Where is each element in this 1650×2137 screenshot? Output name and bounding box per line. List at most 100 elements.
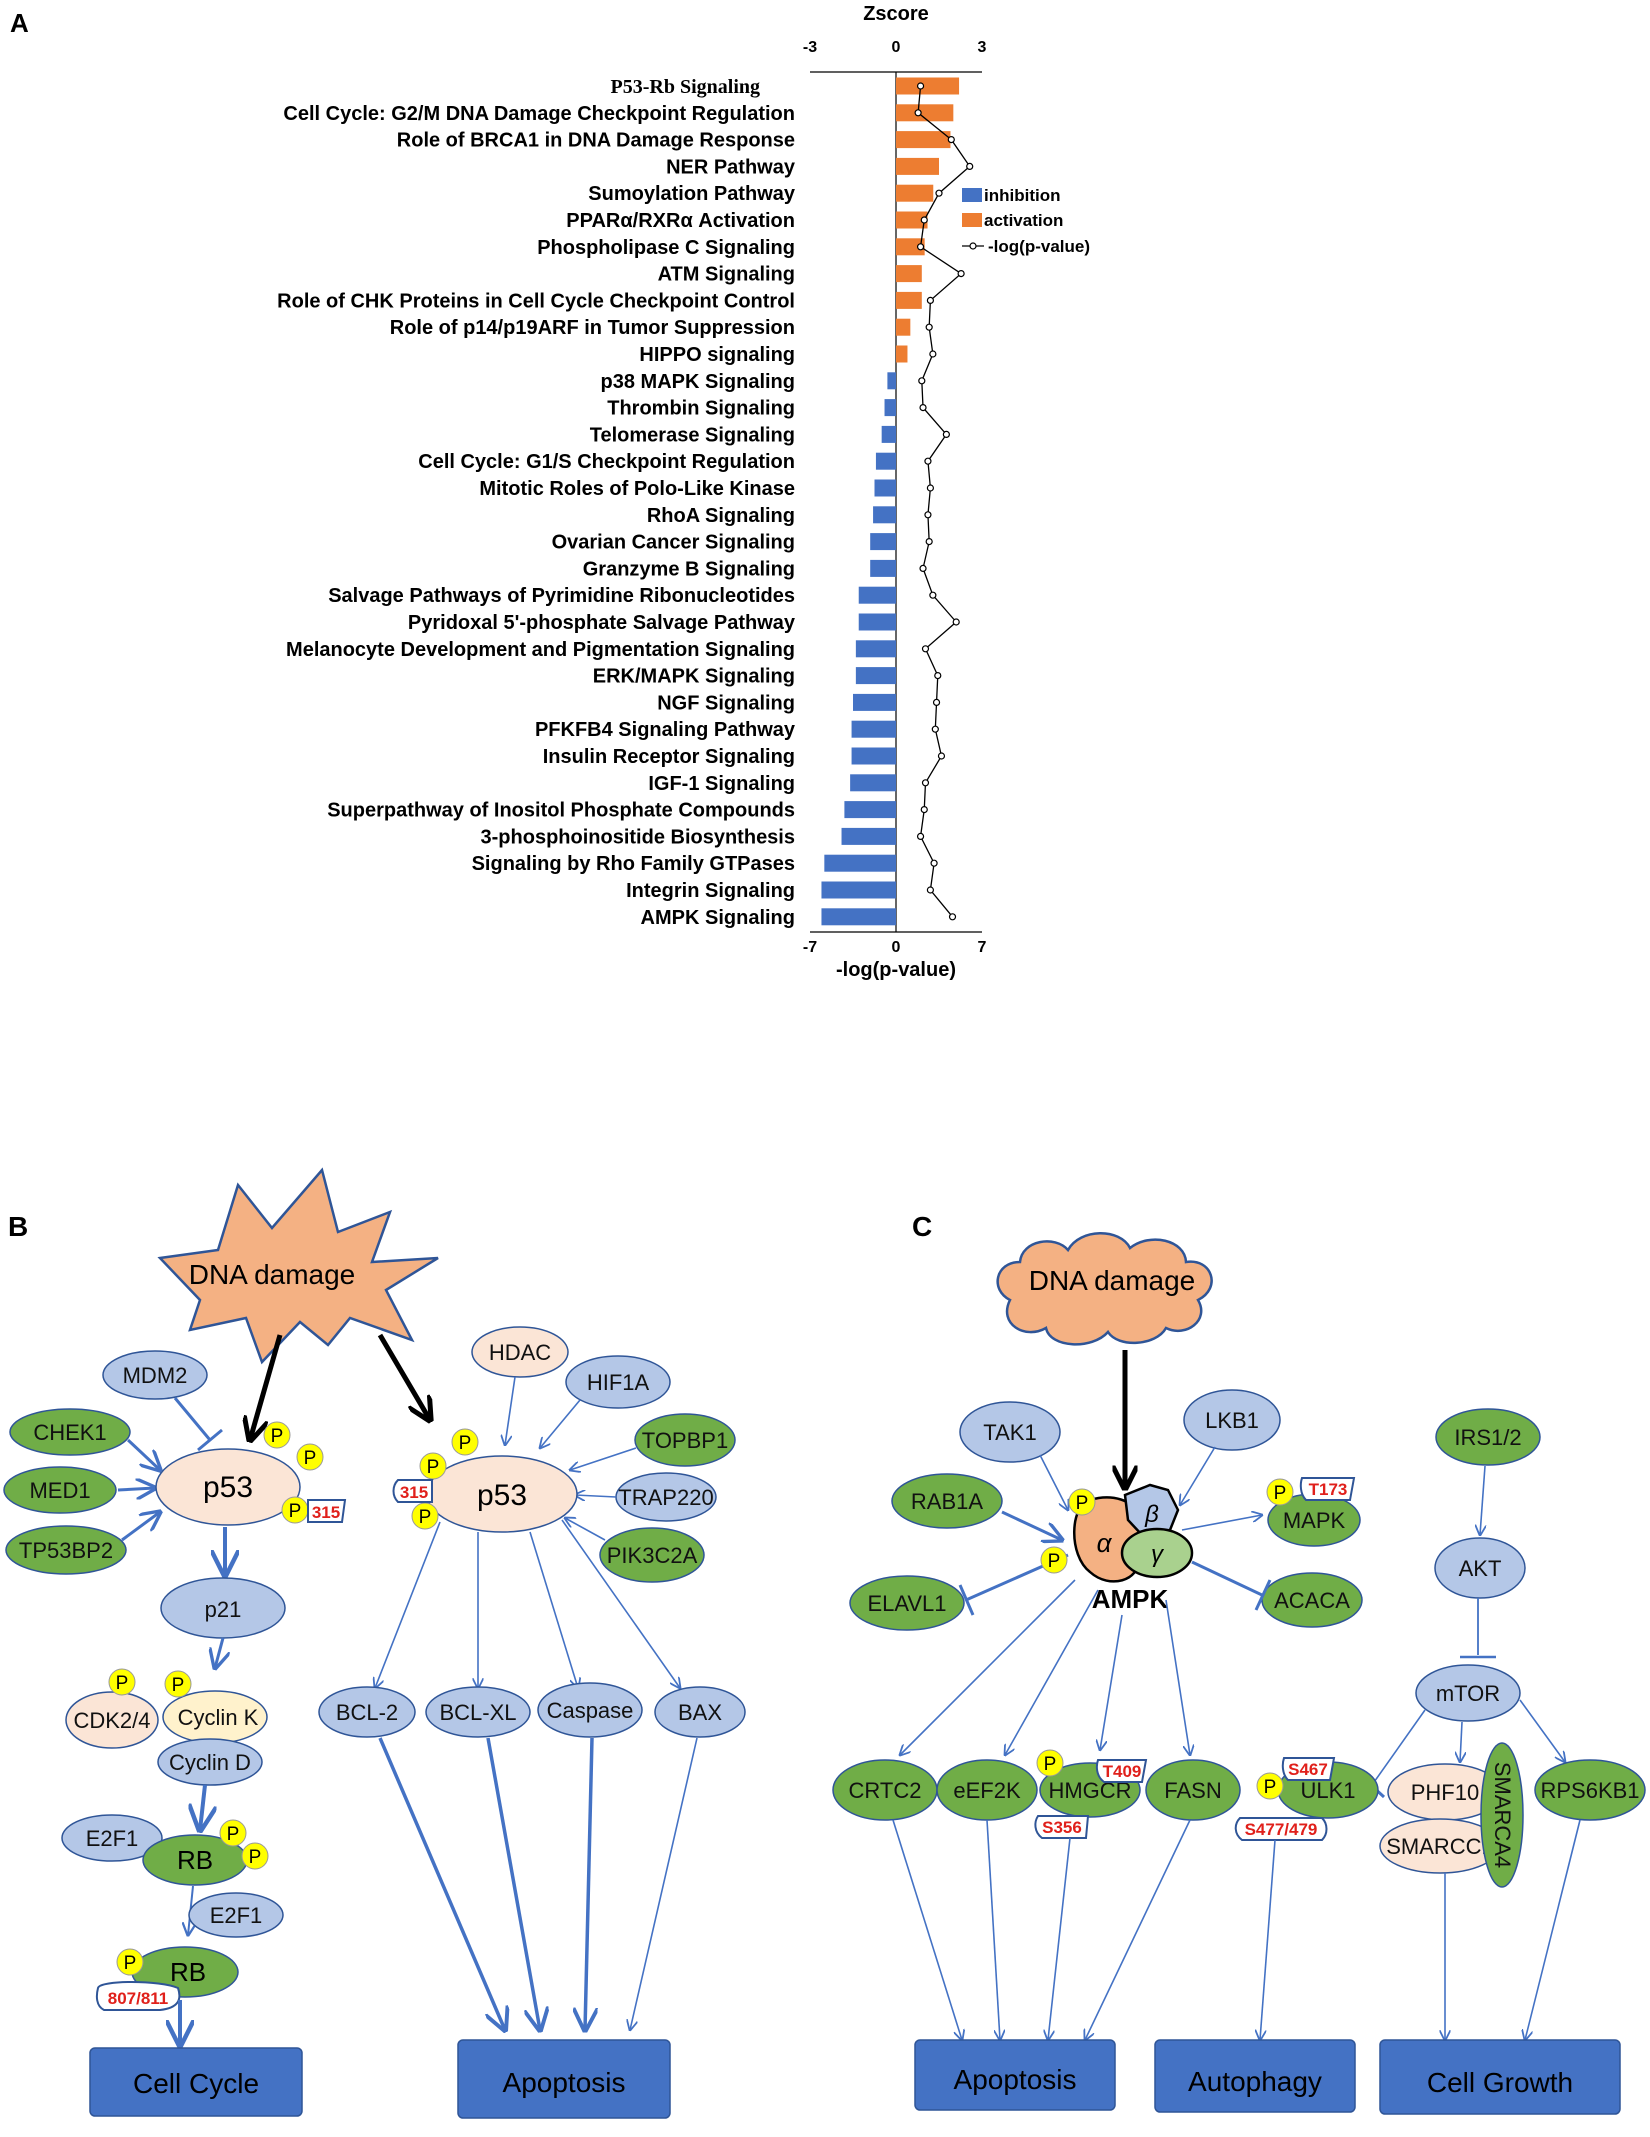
pvalue-point [919,404,927,412]
hif1a-label: HIF1A [587,1370,650,1395]
node-crtc2: CRTC2 [832,1759,938,1821]
node-bax: BAX [654,1686,746,1738]
node-cyclin-d: Cyclin D [157,1738,263,1786]
crtc2-label: CRTC2 [849,1778,922,1803]
arrow-topbp1-p53 [570,1447,637,1470]
category-label: Cell Cycle: G1/S Checkpoint Regulation [418,451,795,473]
legend-activation-swatch [962,213,982,227]
arrow-cyclin-rb [200,1784,205,1830]
category-label: Cell Cycle: G2/M DNA Damage Checkpoint R… [283,103,795,125]
node-topbp1: TOPBP1 [634,1413,736,1467]
zscore-bar [824,854,896,872]
node-rab1a: RAB1A [891,1473,1003,1529]
category-label: Mitotic Roles of Polo-Like Kinase [479,478,795,500]
zscore-bar [881,425,896,443]
arrow-lkb1-ampk [1180,1446,1216,1505]
category-label: p38 MAPK Signaling [601,371,795,393]
apoptosis-c-label: Apoptosis [954,2064,1077,2095]
p-badge: P [164,1670,192,1698]
zscore-bar [896,77,960,95]
arrow-damage-to-p53-left [250,1334,283,1440]
zscore-bar [821,908,896,926]
arrow-bax-apoptosis [630,1737,698,2030]
node-mtor: mTOR [1415,1664,1521,1722]
pvalue-point [919,564,927,573]
zscore-bar [896,265,922,283]
category-label: Superpathway of Inositol Phosphate Compo… [327,800,795,822]
arrow-fasn-apoptosis [1085,1819,1191,2040]
node-akt: AKT [1434,1537,1526,1599]
category-label: Signaling by Rho Family GTPases [472,853,795,875]
pvalue-point [916,82,925,90]
ulk1-label: ULK1 [1300,1778,1355,1803]
caspase-label: Caspase [547,1698,634,1723]
category-label: Pyridoxal 5'-phosphate Salvage Pathway [408,612,796,634]
arrow-ampk-crtc2 [900,1579,1076,1755]
category-label: Insulin Receptor Signaling [543,746,795,768]
pvalue-point [924,511,932,519]
legend: inhibition activation -log(p-value) [962,186,1090,256]
pvalue-polyline [917,85,971,918]
bclxl-label: BCL-XL [439,1700,516,1725]
pvalue-point [921,645,930,653]
pvalue-point [916,832,925,841]
chek1-label: CHEK1 [33,1420,106,1445]
zscore-bar [896,211,928,229]
dna-damage-cloud [996,1232,1213,1346]
p-text: P [419,1507,432,1528]
node-tak1: TAK1 [959,1401,1061,1463]
category-label: Role of BRCA1 in DNA Damage Response [397,130,795,152]
zscore-bar [896,104,954,122]
category-label: Role of CHK Proteins in Cell Cycle Check… [277,290,795,312]
p-badge: P [219,1819,247,1847]
panel-b: B DNA damage MDM2 CHEK1 MED1 TP53BP2 p53… [3,1167,746,2119]
site-s477: S477/479 [1234,1817,1328,1841]
p-text: P [1264,1777,1277,1798]
p-text: P [249,1847,262,1868]
arrow-ulk1-autophagy [1260,1839,1276,2040]
node-hdac: HDAC [471,1326,569,1378]
rb-a-label: RB [177,1845,213,1875]
ampk-inhibit-acaca-bar [1254,1579,1272,1611]
pvalue-point [914,109,922,117]
pvalue-point [934,671,942,680]
pvalue-point [931,725,939,733]
arrow-damage-to-p53-right [377,1333,430,1420]
zscore-bar [887,372,896,390]
cyclin-k-label: Cyclin K [178,1705,259,1730]
ampk-label: AMPK [1092,1584,1169,1614]
p-badge: P [411,1502,439,1530]
p-badge: P [281,1496,309,1524]
zscore-bar [841,827,896,845]
site-315-right: 315 [392,1479,433,1503]
pvalue-point [966,162,974,170]
arrow-hdac-p53 [505,1376,516,1445]
lkb1-label: LKB1 [1205,1408,1259,1433]
zscore-bar [858,613,896,631]
bcl2-label: BCL-2 [336,1700,398,1725]
site-807-text: 807/811 [108,1989,169,2008]
category-label: AMPK Signaling [641,907,795,929]
ampk-beta-label: β [1144,1501,1159,1528]
node-chek1: CHEK1 [9,1408,131,1456]
pvalue-point [948,913,957,921]
p-text: P [289,1501,302,1522]
p21-label: p21 [205,1597,242,1622]
node-bcl2: BCL-2 [318,1686,416,1738]
top-tick-neg3: -3 [803,39,817,56]
pvalue-point [920,216,928,224]
zscore-bar [851,747,896,765]
arrow-ampk-eef2k [1005,1589,1099,1755]
ampk-inhibit-acaca-line [1191,1560,1263,1597]
trap220-label: TRAP220 [618,1485,713,1510]
cell-cycle-label: Cell Cycle [133,2068,259,2099]
bottom-tick-0: 0 [892,939,901,956]
site-s356: S356 [1034,1815,1090,1839]
category-label: HIPPO signaling [639,344,795,366]
mtor-inhibit-ulk1-line [1371,1709,1426,1786]
p-text: P [459,1433,472,1454]
panel-a-label: A [10,8,29,38]
p-badge: P [1040,1546,1068,1574]
cdk24-label: CDK2/4 [73,1708,150,1733]
